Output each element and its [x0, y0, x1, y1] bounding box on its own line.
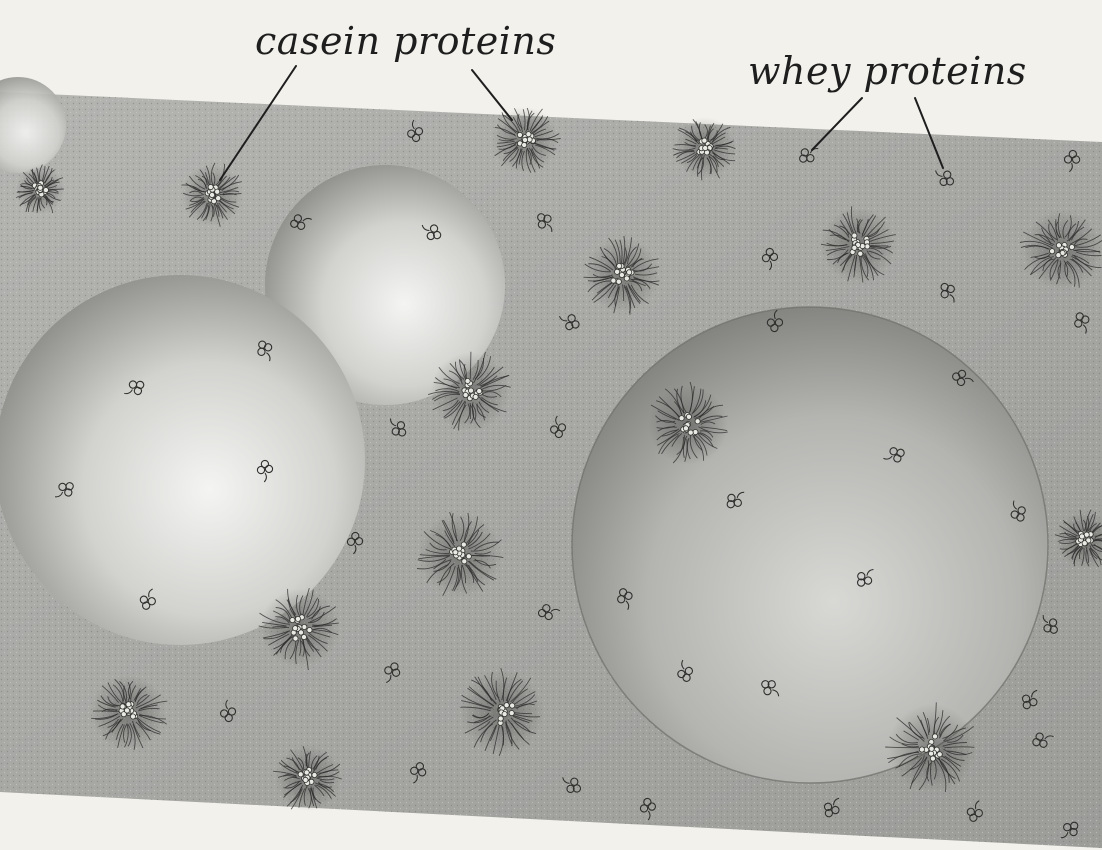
whey-proteins-label: whey proteins: [748, 52, 1027, 90]
fat-droplet-right: [572, 307, 1048, 783]
casein-leader-2: [472, 70, 512, 120]
casein-proteins-label: casein proteins: [255, 22, 556, 60]
fat-droplet-left: [0, 275, 365, 645]
